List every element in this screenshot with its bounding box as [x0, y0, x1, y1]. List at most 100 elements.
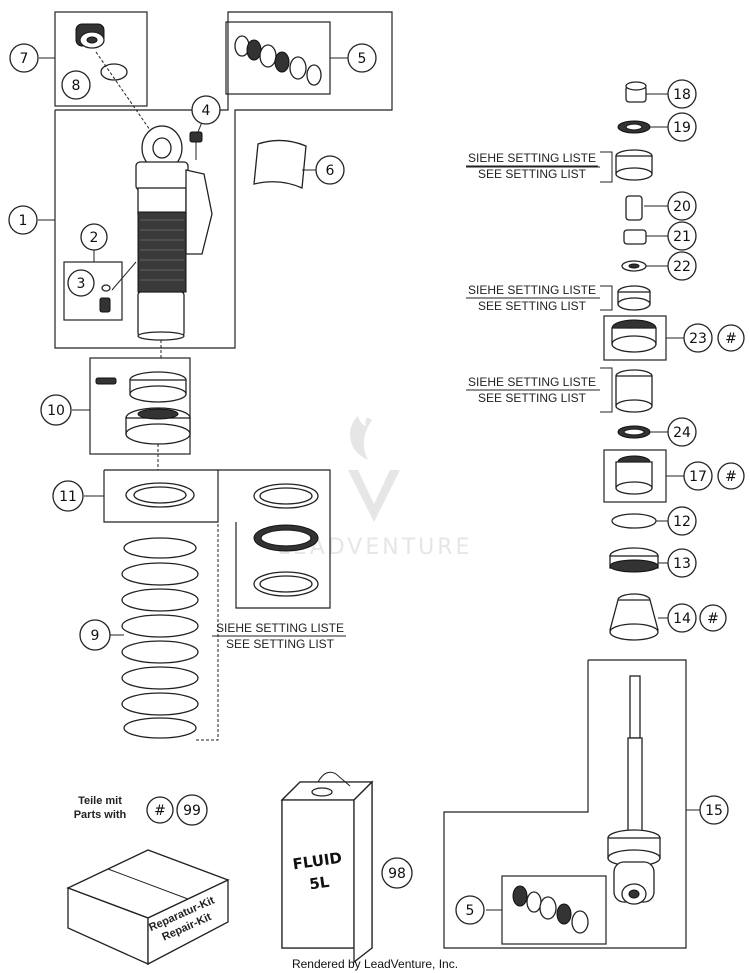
shim-stack-2 — [617, 285, 651, 311]
callout-14-hash: # — [699, 604, 727, 632]
part-17-valve-assembly — [615, 455, 653, 495]
part-10-spring-adjuster — [95, 371, 191, 445]
callout-20: 20 — [667, 191, 697, 221]
callout-15: 15 — [699, 795, 729, 825]
setting-note-3-en: SEE SETTING LIST — [478, 391, 587, 405]
callout-6: 6 — [315, 155, 345, 185]
svg-text:17: 17 — [689, 469, 707, 485]
svg-text:15: 15 — [705, 803, 723, 819]
svg-text:22: 22 — [673, 259, 691, 275]
part-12-circlip — [611, 513, 657, 529]
svg-text:1: 1 — [19, 213, 28, 229]
fluid-can: FLUID 5L — [280, 771, 374, 964]
part-15-piston-rod — [607, 675, 661, 905]
callout-9: 9 — [79, 619, 111, 651]
part-5-seal-kit-top — [234, 35, 322, 86]
parts-with-en: Parts with — [74, 809, 127, 821]
callout-7: 7 — [9, 43, 39, 73]
fluid-label-line2: 5L — [308, 873, 331, 894]
svg-text:11: 11 — [59, 489, 77, 505]
svg-text:12: 12 — [673, 514, 691, 530]
setting-note-2-en: SEE SETTING LIST — [478, 299, 587, 313]
callout-23-hash: # — [717, 324, 745, 352]
parts-with-de: Teile mit — [78, 795, 122, 807]
svg-text:5: 5 — [358, 51, 367, 67]
setting-note-3-de: SIEHE SETTING LISTE — [468, 375, 596, 389]
svg-text:23: 23 — [689, 331, 707, 347]
part-5-seal-kit-bottom — [512, 885, 589, 934]
svg-text:3: 3 — [77, 276, 86, 292]
callout-19: 19 — [667, 112, 697, 142]
callout-12: 12 — [667, 506, 697, 536]
svg-text:#: # — [725, 469, 737, 485]
part-13-seal — [609, 547, 659, 573]
svg-text:18: 18 — [673, 87, 691, 103]
part-1-shock-body — [135, 125, 213, 341]
svg-text:8: 8 — [72, 78, 81, 94]
callout-17-hash: # — [717, 462, 745, 490]
svg-text:99: 99 — [183, 803, 201, 819]
svg-text:13: 13 — [673, 556, 691, 572]
callout-13: 13 — [667, 548, 697, 578]
box-2-3 — [63, 261, 123, 321]
shim-stack-3 — [615, 369, 653, 413]
footer-credit: Rendered by LeadVenture, Inc. — [292, 957, 458, 971]
callout-18: 18 — [667, 79, 697, 109]
callout-10: 10 — [40, 394, 72, 426]
lower-left-group — [72, 357, 346, 741]
callout-24: 24 — [667, 417, 697, 447]
setting-note-4-de: SIEHE SETTING LISTE — [216, 621, 344, 635]
svg-text:20: 20 — [673, 199, 691, 215]
svg-text:6: 6 — [326, 163, 335, 179]
box-10 — [89, 357, 191, 455]
part-23-piston — [611, 319, 657, 353]
svg-text:14: 14 — [673, 611, 691, 627]
setting-note-3: SIEHE SETTING LISTE SEE SETTING LIST — [468, 375, 596, 405]
svg-text:19: 19 — [673, 120, 691, 136]
setting-note-1-en: SEE SETTING LIST — [478, 167, 587, 181]
callout-14: 14 — [667, 603, 697, 633]
svg-text:4: 4 — [202, 103, 211, 119]
part-9-spring — [121, 537, 199, 739]
part-18-nut — [625, 81, 647, 103]
svg-text:#: # — [707, 611, 719, 627]
callout-2: 2 — [80, 223, 108, 251]
setting-note-1-de: SIEHE SETTING LISTE — [468, 151, 596, 165]
callout-3: 3 — [67, 269, 95, 297]
callout-99: 99 — [176, 794, 208, 826]
callout-23: 23 — [683, 323, 713, 353]
kit-box: Reparatur-Kit Repair-Kit — [66, 849, 230, 966]
svg-text:10: 10 — [47, 403, 65, 419]
callout-99-hash: # — [146, 796, 174, 824]
svg-text:7: 7 — [20, 51, 29, 67]
callout-4: 4 — [191, 95, 221, 125]
callout-8: 8 — [61, 70, 91, 100]
callout-1: 1 — [8, 205, 38, 235]
svg-text:21: 21 — [673, 229, 691, 245]
upper-shock-group — [38, 11, 393, 360]
svg-text:24: 24 — [673, 425, 691, 441]
callout-22: 22 — [667, 251, 697, 281]
part-3-valve — [99, 261, 137, 313]
callout-5-bottom: 5 — [455, 895, 485, 925]
svg-text:#: # — [154, 803, 166, 819]
box-7-8 — [54, 11, 148, 107]
part-14-bump-stop — [609, 593, 659, 641]
part-8-o-ring — [100, 63, 128, 81]
callout-17: 17 — [683, 461, 713, 491]
callout-11: 11 — [52, 480, 84, 512]
shim-stack-1 — [615, 149, 653, 181]
setting-note-4-en: SEE SETTING LIST — [226, 637, 335, 651]
part-6-sticker — [253, 139, 307, 189]
callout-21: 21 — [667, 221, 697, 251]
part-4-bleed-screw — [189, 131, 203, 160]
right-stack-group — [443, 81, 700, 949]
part-21-nut — [623, 229, 647, 245]
setting-note-1: SIEHE SETTING LISTE SEE SETTING LIST — [466, 151, 598, 181]
svg-text:5: 5 — [466, 903, 475, 919]
part-7-adjuster — [75, 23, 105, 49]
svg-text:98: 98 — [388, 866, 406, 882]
svg-text:#: # — [725, 331, 737, 347]
setting-note-4: SIEHE SETTING LISTE SEE SETTING LIST — [216, 621, 344, 651]
setting-note-2: SIEHE SETTING LISTE SEE SETTING LIST — [468, 283, 596, 313]
